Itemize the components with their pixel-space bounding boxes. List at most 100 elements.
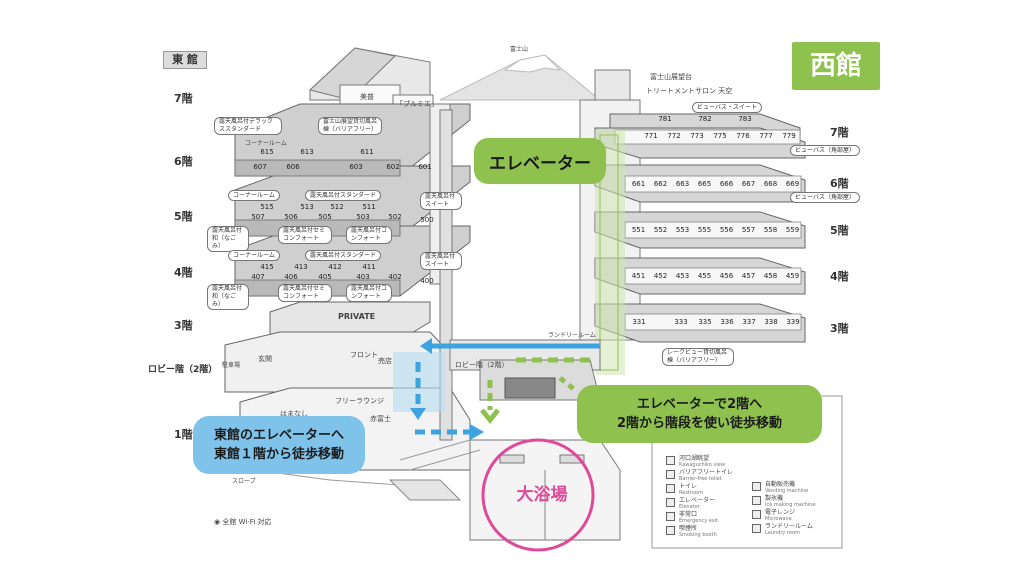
east-4f-tag-comfort: 露天風呂付コンフォート (346, 284, 392, 302)
room-511: 511 (362, 203, 376, 211)
room-337: 337 (742, 318, 756, 326)
east-akafuji: 赤富士 (370, 415, 391, 423)
room-603: 603 (349, 163, 363, 171)
legend-item-en: Elevator (679, 504, 700, 510)
legend-item-en: Kawaguchiko view (679, 462, 725, 468)
room-452: 452 (653, 272, 668, 280)
legend-item-en: Microwave (765, 516, 792, 522)
east-route-line1: 東館のエレベーターへ (213, 428, 344, 443)
legend-icon (666, 498, 675, 507)
room-407: 407 (251, 273, 265, 281)
wifi-label: 全館 Wi-Fi 対応 (222, 518, 272, 526)
room-783: 783 (738, 115, 752, 123)
room-505: 505 (318, 213, 332, 221)
lobby-connector (449, 339, 601, 401)
east-5f-corner: コーナールーム (228, 190, 280, 201)
room-456: 456 (719, 272, 734, 280)
legend-item-jp: 自動販売機 (765, 481, 796, 488)
west-route-arrows (480, 357, 590, 425)
west-route-callout: エレベーターで2階へ 2階から階段を使い徒歩移動 (577, 385, 822, 443)
east-parking: 駐車場 (222, 362, 241, 369)
room-457: 457 (741, 272, 756, 280)
room-459: 459 (785, 272, 800, 280)
legend-item-jp: トイレ (679, 483, 698, 490)
west-3f-tag-lake: レークビュー貸切風呂棟（バリアフリー） (662, 348, 734, 366)
west-floor-7: 7階 (830, 126, 849, 139)
legend-item-en: Smoking booth (679, 532, 717, 538)
room-606: 606 (286, 163, 300, 171)
legend-item-jp: 喫煙所 (679, 525, 698, 532)
room-771: 771 (644, 132, 658, 140)
room-665: 665 (697, 180, 712, 188)
room-666: 666 (719, 180, 734, 188)
east-6f-corner: コーナールーム (245, 140, 287, 147)
west-7f-view-corner: ビューバス（角部屋） (790, 145, 860, 156)
room-513: 513 (300, 203, 314, 211)
room-782: 782 (698, 115, 712, 123)
east-route-arrows (393, 338, 600, 440)
room-667: 667 (741, 180, 756, 188)
room-458: 458 (763, 272, 778, 280)
east-floor-7: 7階 (174, 92, 193, 105)
west-floor-4: 4階 (830, 270, 849, 283)
east-4f-tag-suite: 露天風呂付スイート (420, 252, 462, 270)
room-453: 453 (675, 272, 690, 280)
east-floor-lobby: ロビー階（2階） (148, 365, 218, 375)
east-4f-tag-std: 露天風呂付スタンダード (305, 250, 382, 261)
legend-icon (666, 456, 675, 465)
east-4f-corner: コーナールーム (228, 250, 280, 261)
east-4f-tag-semi: 露天風呂付セミコンフォート (278, 284, 332, 302)
west-wing-label: 西館 (792, 42, 880, 90)
legend-icon (666, 470, 675, 479)
room-553: 553 (675, 226, 690, 234)
west-floor-5: 5階 (830, 224, 849, 237)
legend-icon (666, 526, 675, 535)
legend-item-en: Vending machine (765, 488, 809, 494)
room-400: 400 (420, 277, 434, 285)
room-776: 776 (736, 132, 750, 140)
room-506: 506 (284, 213, 298, 221)
east-6f-tag-deluxe: 露天風呂付デラックススタンダード (214, 117, 282, 135)
east-7f-bijutsu: 美普 (360, 93, 374, 101)
east-floor-3: 3階 (174, 319, 193, 332)
room-507: 507 (251, 213, 265, 221)
legend-item-jp: 河口湖眺望 (679, 455, 710, 462)
legend-icon (752, 482, 761, 491)
room-669: 669 (785, 180, 800, 188)
room-777: 777 (759, 132, 773, 140)
room-339: 339 (786, 318, 800, 326)
wifi-icon: ◉ (214, 518, 221, 526)
room-415: 415 (260, 263, 274, 271)
room-662: 662 (653, 180, 668, 188)
room-331: 331 (632, 318, 646, 326)
east-slope: スロープ (232, 478, 256, 485)
room-557: 557 (741, 226, 756, 234)
room-406: 406 (284, 273, 298, 281)
room-552: 552 (653, 226, 668, 234)
room-338: 338 (764, 318, 778, 326)
room-333: 333 (674, 318, 688, 326)
legend-item-en: Laundry room (765, 530, 800, 536)
room-772: 772 (667, 132, 681, 140)
east-5f-tag-suite: 露天風呂付スイート (420, 192, 462, 210)
west-view-suite: ビューバス・スイート (692, 102, 762, 113)
east-route-callout: 東館のエレベーターへ 東館１階から徒歩移動 (193, 416, 365, 474)
east-route-line2: 東館１階から徒歩移動 (213, 447, 344, 462)
east-floor-5: 5階 (174, 210, 193, 223)
legend-item-en: Barrier-free toilet (679, 476, 722, 482)
room-601: 601 (418, 163, 432, 171)
east-front: フロント (350, 351, 378, 359)
west-route-line1: エレベーターで2階へ (636, 397, 763, 412)
west-laundry: ランドリールーム (548, 332, 596, 339)
room-661: 661 (631, 180, 646, 188)
room-558: 558 (763, 226, 778, 234)
